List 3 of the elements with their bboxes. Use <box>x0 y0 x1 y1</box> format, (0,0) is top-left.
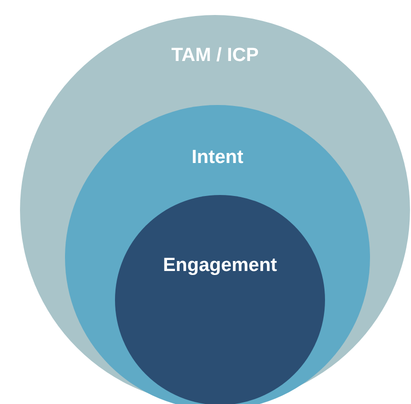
circle-label: Intent <box>192 147 244 169</box>
circle-label: TAM / ICP <box>171 45 259 67</box>
circle-label: Engagement <box>162 255 278 277</box>
